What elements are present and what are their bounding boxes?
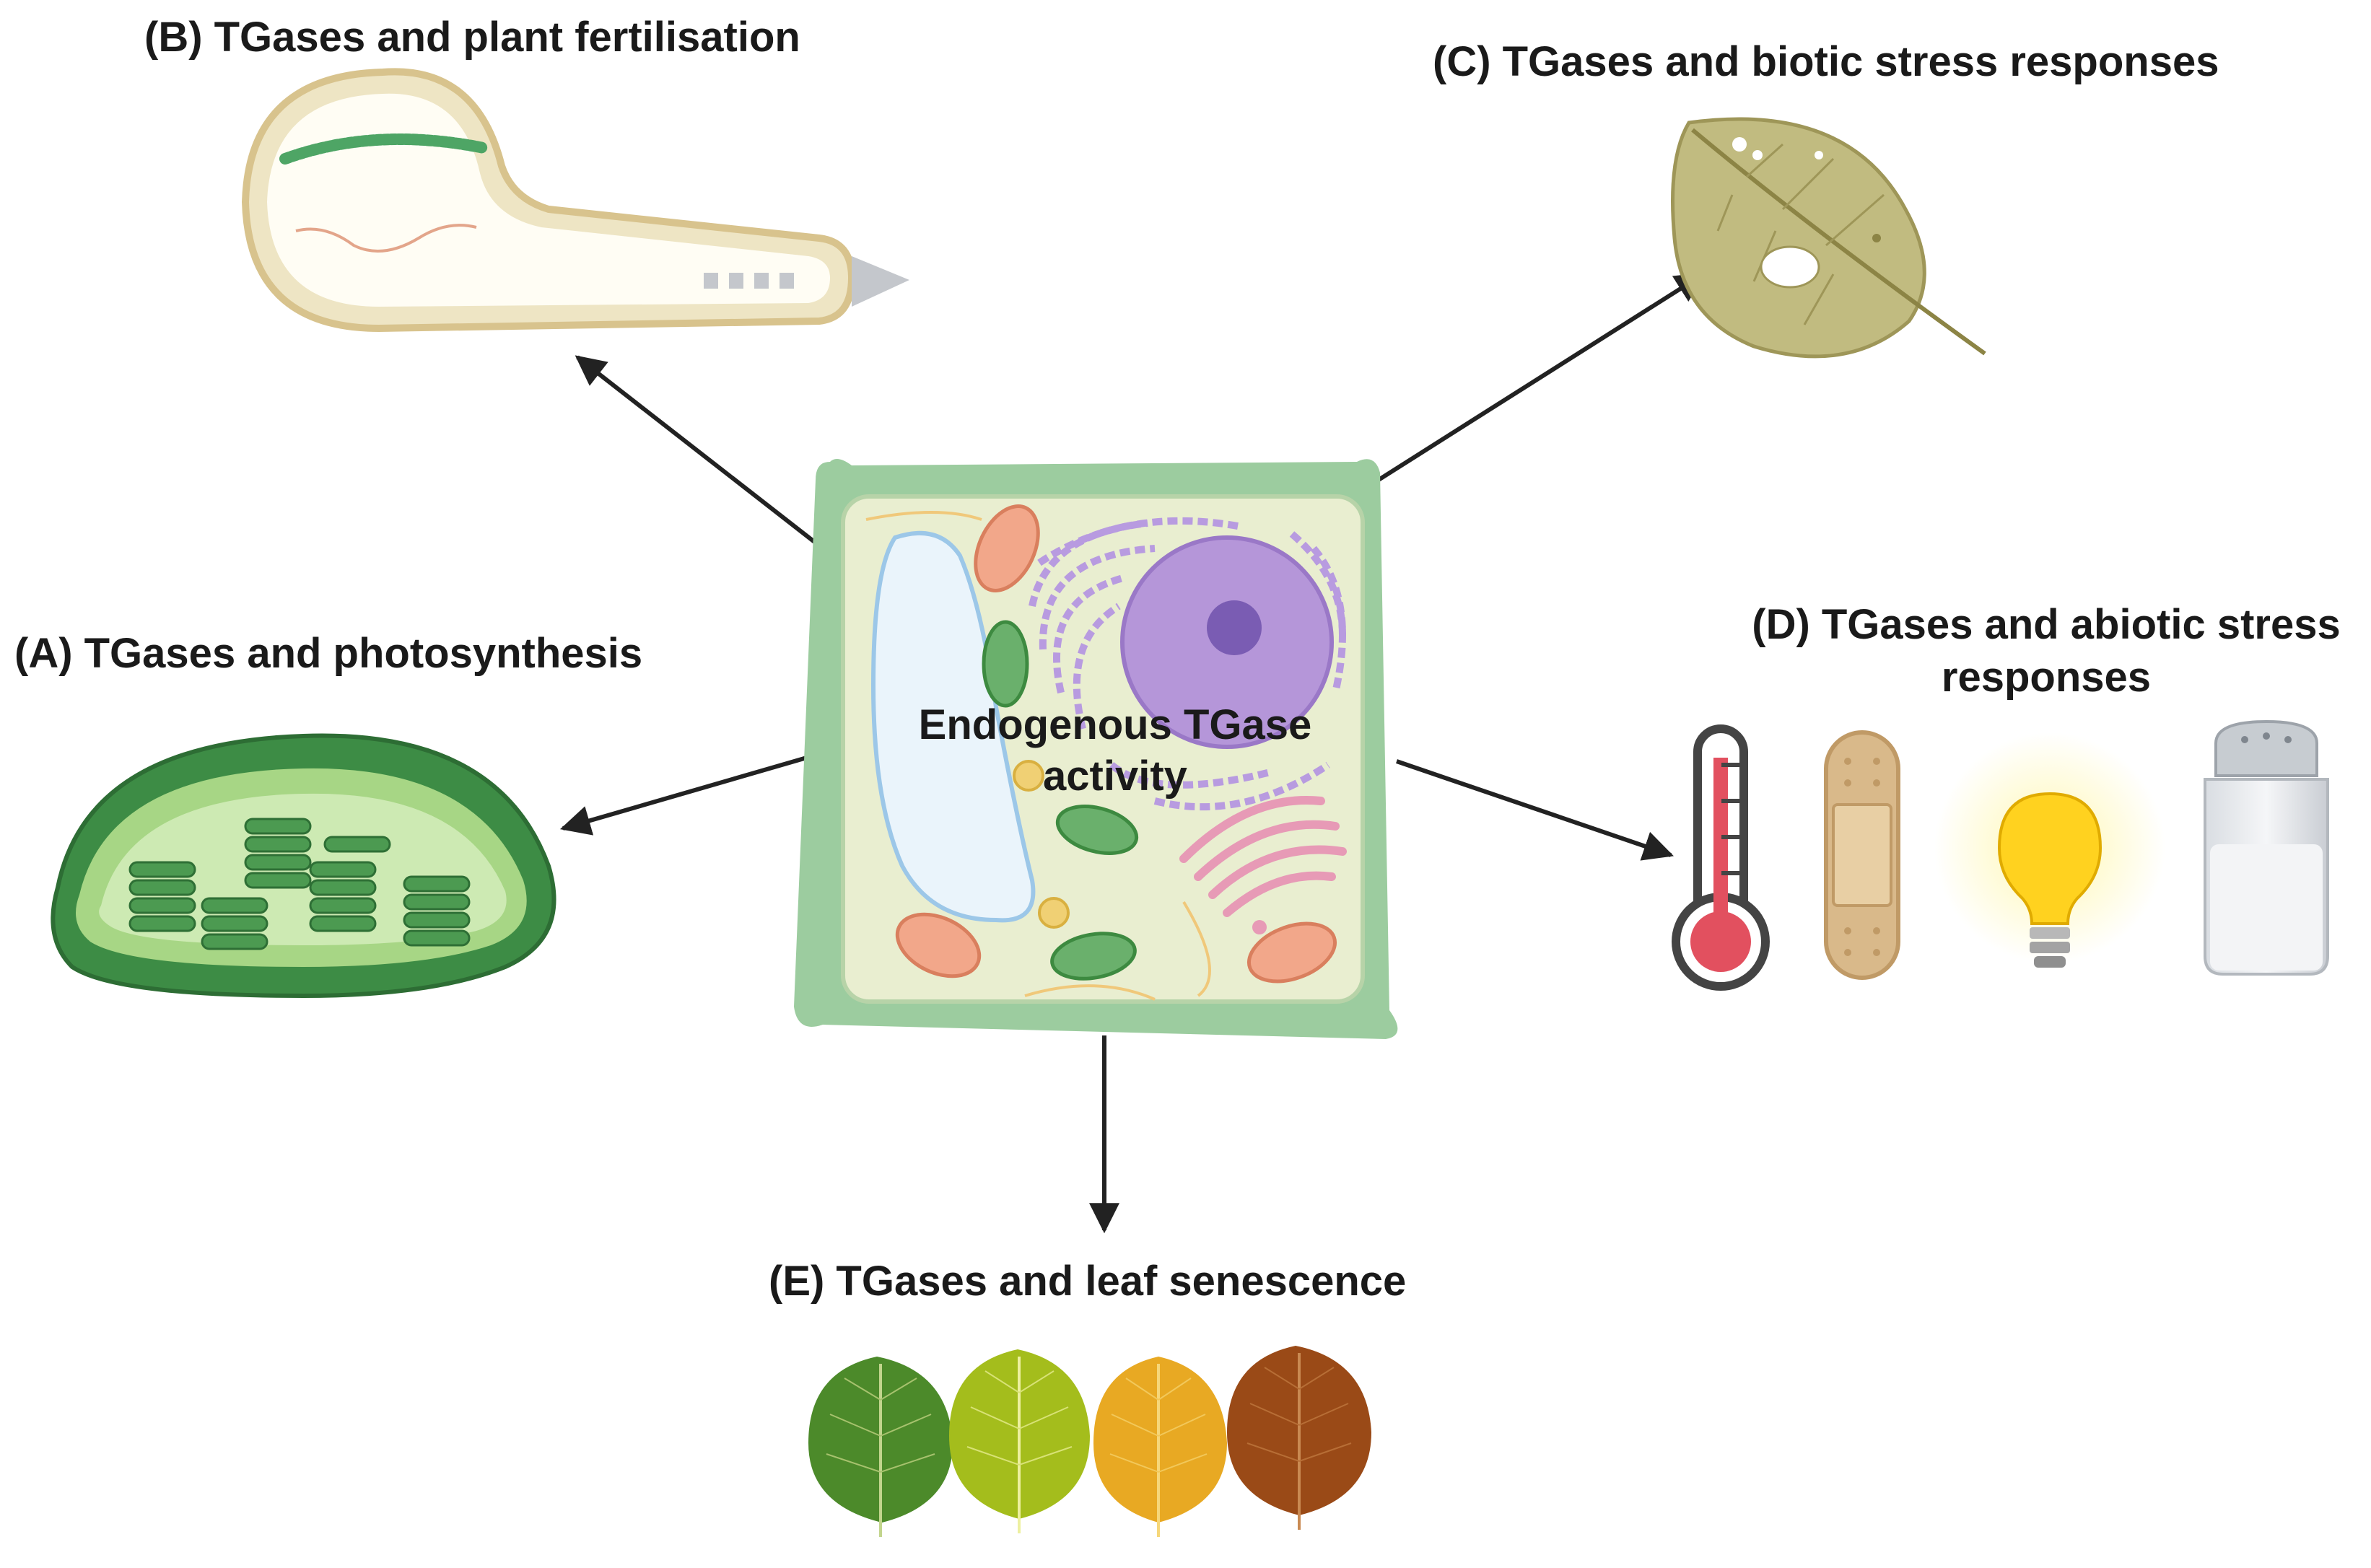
thermometer-icon [1672,724,1770,991]
vacuole-icon [870,530,1036,923]
salt-shaker-icon [2204,719,2329,976]
plant-cell-icon [794,459,1398,1039]
nucleolus-icon [1207,600,1262,655]
yellow-leaf-icon [1093,1357,1227,1537]
label-photosynthesis: (A) TGases and photosynthesis [14,630,643,677]
growth-direction-icon [852,256,909,307]
yellow-green-leaf-icon [949,1349,1090,1533]
damaged-leaf-icon [1671,117,1986,359]
mitochondrion-icon [895,912,982,978]
chloroplast-icon [1050,932,1137,981]
pollen-tube-icon [241,68,909,333]
mitochondrion-icon [974,504,1040,592]
label-leaf-senescence: (E) TGases and leaf senescence [769,1258,1407,1305]
label-fertilisation: (B) TGases and plant fertilisation [144,14,800,61]
label-center: Endogenous TGase activity [918,701,1312,800]
vesicle-icon [1038,897,1070,929]
cytoskeleton-icon [865,511,1211,1001]
chloroplast-icon [982,620,1029,708]
vesicle-icon [1013,760,1044,792]
arrow-to-biotic-stress [1377,272,1706,482]
mitochondrion-icon [1246,921,1337,984]
arrow-to-photosynthesis [559,752,820,836]
sperm-cell-icon [279,133,489,165]
vesicle-icon [1252,920,1267,934]
er-icon [1029,517,1346,811]
chloroplast-group [982,620,1139,981]
green-leaf-icon [808,1357,953,1537]
chloroplast-large-icon [51,733,556,999]
brown-leaf-icon [1227,1346,1371,1530]
label-biotic-stress: (C) TGases and biotic stress responses [1433,38,2219,85]
arrows [559,272,1706,1234]
arrow-to-fertilisation [575,355,824,551]
senescence-leaves [808,1346,1371,1537]
bandage-icon [1824,730,1900,980]
leaf-hole-icon [1760,245,1820,289]
label-abiotic-stress: (D) TGases and abiotic stress responses [1752,601,2341,701]
chloroplast-icon [1055,805,1139,855]
mitochondria-group [895,504,1337,984]
arrow-to-abiotic-stress [1396,759,1674,861]
light-bulb-icon [1934,732,2165,968]
golgi-icon [1179,796,1347,917]
